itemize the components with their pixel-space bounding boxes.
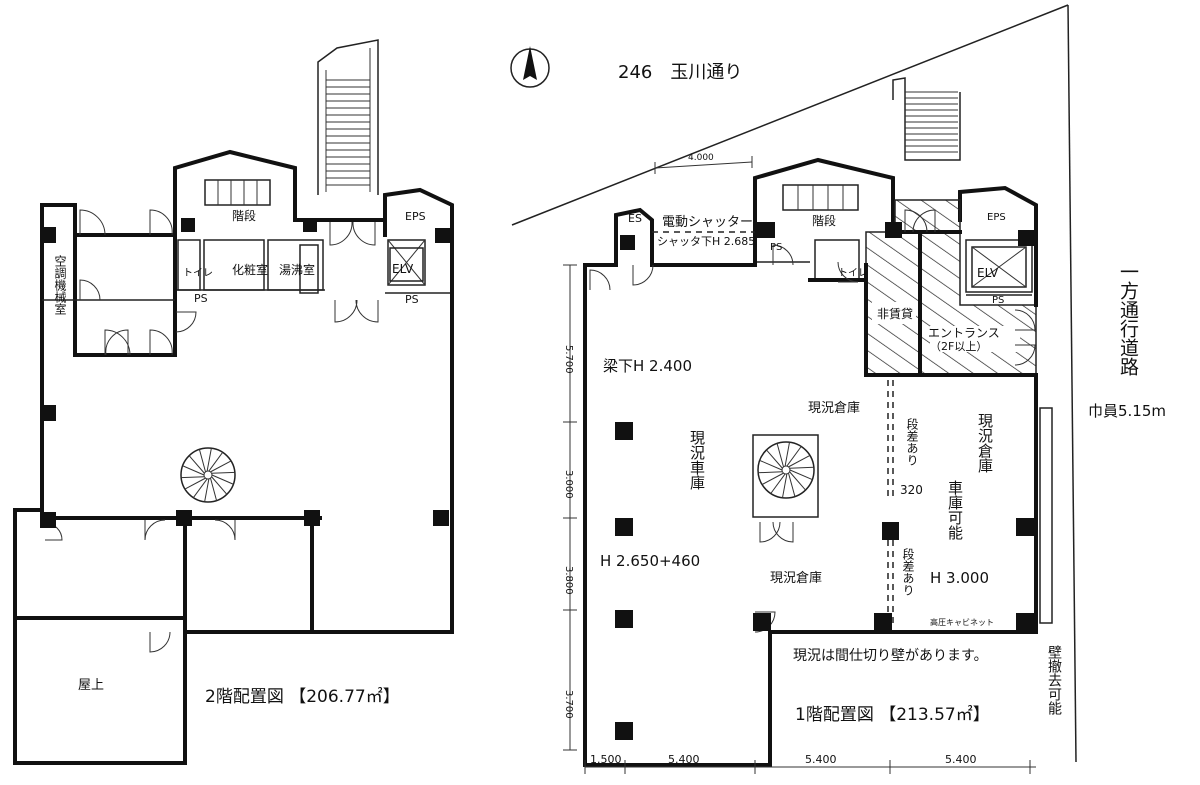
floor2-exterior-stair (317, 39, 379, 195)
floor1-label-cabinet: 高圧キャビネット (930, 617, 994, 627)
floor1-dim-left: 5.700 (563, 345, 574, 374)
floor1-label-entrance: エントランス (928, 326, 1000, 340)
floor1-dim-left: 3.700 (563, 690, 574, 719)
floor1-label-warehouse-bottom: 現況倉庫 (770, 571, 822, 586)
floor1-label-right-height: H 3.000 (930, 569, 989, 587)
floor1-label-eps: EPS (987, 212, 1006, 223)
floor1-columns (615, 222, 1036, 740)
floor2-doors (44, 209, 379, 653)
floor2-columns (40, 218, 450, 528)
floor1-label-step-value: 320 (900, 483, 923, 497)
floor1-bottom-dimension (584, 760, 1036, 774)
floor1-dim-bottom: 1.500 (590, 753, 622, 766)
floor1-dim-bottom: 5.400 (945, 753, 977, 766)
floor2-plan: 階段 トイレ 化粧室 湯沸室 EPS ELV PS PS 空調機械室 屋上 2階… (13, 39, 454, 765)
floor1-label-garage: 現況車庫 (688, 430, 706, 490)
floor1-dim-top: 4.000 (688, 153, 714, 163)
floor2-label-toilet: トイレ (183, 268, 213, 279)
floor1-label-garage-height: H 2.650+460 (600, 552, 700, 570)
road-width-label: 巾員5.15m (1088, 402, 1166, 420)
floor1-label-es: ES (628, 212, 642, 225)
floor1-plan: 4.000 (511, 4, 1077, 774)
road-side-label: 一方通行道路 (1117, 262, 1139, 376)
floor2-label-eps: EPS (405, 210, 426, 223)
floor1-doors (589, 209, 1036, 633)
floor2-label-elv: ELV (392, 262, 414, 276)
floor1-core (753, 157, 1038, 296)
floor1-label-stair: 階段 (812, 213, 836, 228)
floor1-left-dimension (563, 264, 577, 751)
floor1-label-elv: ELV (977, 266, 999, 280)
floor1-label-garage-possible: 車庫可能 (946, 480, 964, 541)
property-line (511, 4, 1069, 226)
road-main-label: 246 玉川通り (618, 62, 742, 83)
north-arrow-icon (510, 46, 550, 88)
floor1-label-entrance-note: （2F以上） (930, 340, 987, 353)
floor2-label-mech: 空調機械室 (53, 255, 67, 315)
floor2-label-ps-left: PS (194, 292, 208, 305)
floor1-spiral-stair (752, 434, 819, 518)
floor1-label-step-top: 段差あり (905, 417, 919, 466)
floor1-label-shutter: 電動シャッター (662, 215, 753, 230)
floor1-dim-bottom: 5.400 (805, 753, 837, 766)
floor2-walls (13, 203, 454, 765)
floor1-label-step-bottom: 段差あり (901, 547, 915, 596)
floor2-core (173, 149, 454, 294)
floor1-dim-left: 3.000 (563, 470, 574, 499)
floor1-label-warehouse-top: 現況倉庫 (808, 401, 860, 416)
floor1-wall-note: 壁撤去可能 (1046, 645, 1062, 716)
floor1-dim-left: 3.800 (563, 566, 574, 595)
floor1-label-warehouse-right: 現況倉庫 (976, 413, 994, 473)
floor1-es-box (614, 207, 654, 264)
floor1-caption: 1階配置図 【213.57㎡】 (795, 705, 990, 725)
floor2-label-ps-right: PS (405, 293, 419, 306)
floor2-label-powder: 化粧室 (232, 262, 268, 277)
floor2-label-stair: 階段 (232, 208, 256, 223)
floor1-label-ps-b: PS (992, 295, 1004, 306)
floor2-label-kitchen: 湯沸室 (279, 262, 315, 277)
floor2-label-roof: 屋上 (78, 678, 104, 693)
floor1-top-dimension (654, 156, 753, 174)
floor2-caption: 2階配置図 【206.77㎡】 (205, 687, 400, 707)
floor2-spiral-stair (180, 447, 236, 503)
floor1-label-ps-a: PS (770, 242, 782, 253)
floor1-note: 現況は間仕切り壁があります。 (793, 648, 988, 664)
floor1-entrance-area (919, 231, 1037, 376)
road-edge-line (1067, 4, 1077, 763)
floor1-exterior-stair (892, 77, 961, 161)
floor1-label-non-rental: 非賃貸 (877, 306, 913, 321)
floor1-removable-wall (1039, 407, 1053, 624)
floor1-label-shutter-height: シャッタ下H 2.685 (657, 235, 755, 248)
floor1-step-lines (887, 380, 894, 628)
floor1-label-toilet: トイレ (838, 268, 868, 279)
floor1-label-beam-height: 梁下H 2.400 (603, 357, 692, 375)
floor1-dim-bottom: 5.400 (668, 753, 700, 766)
